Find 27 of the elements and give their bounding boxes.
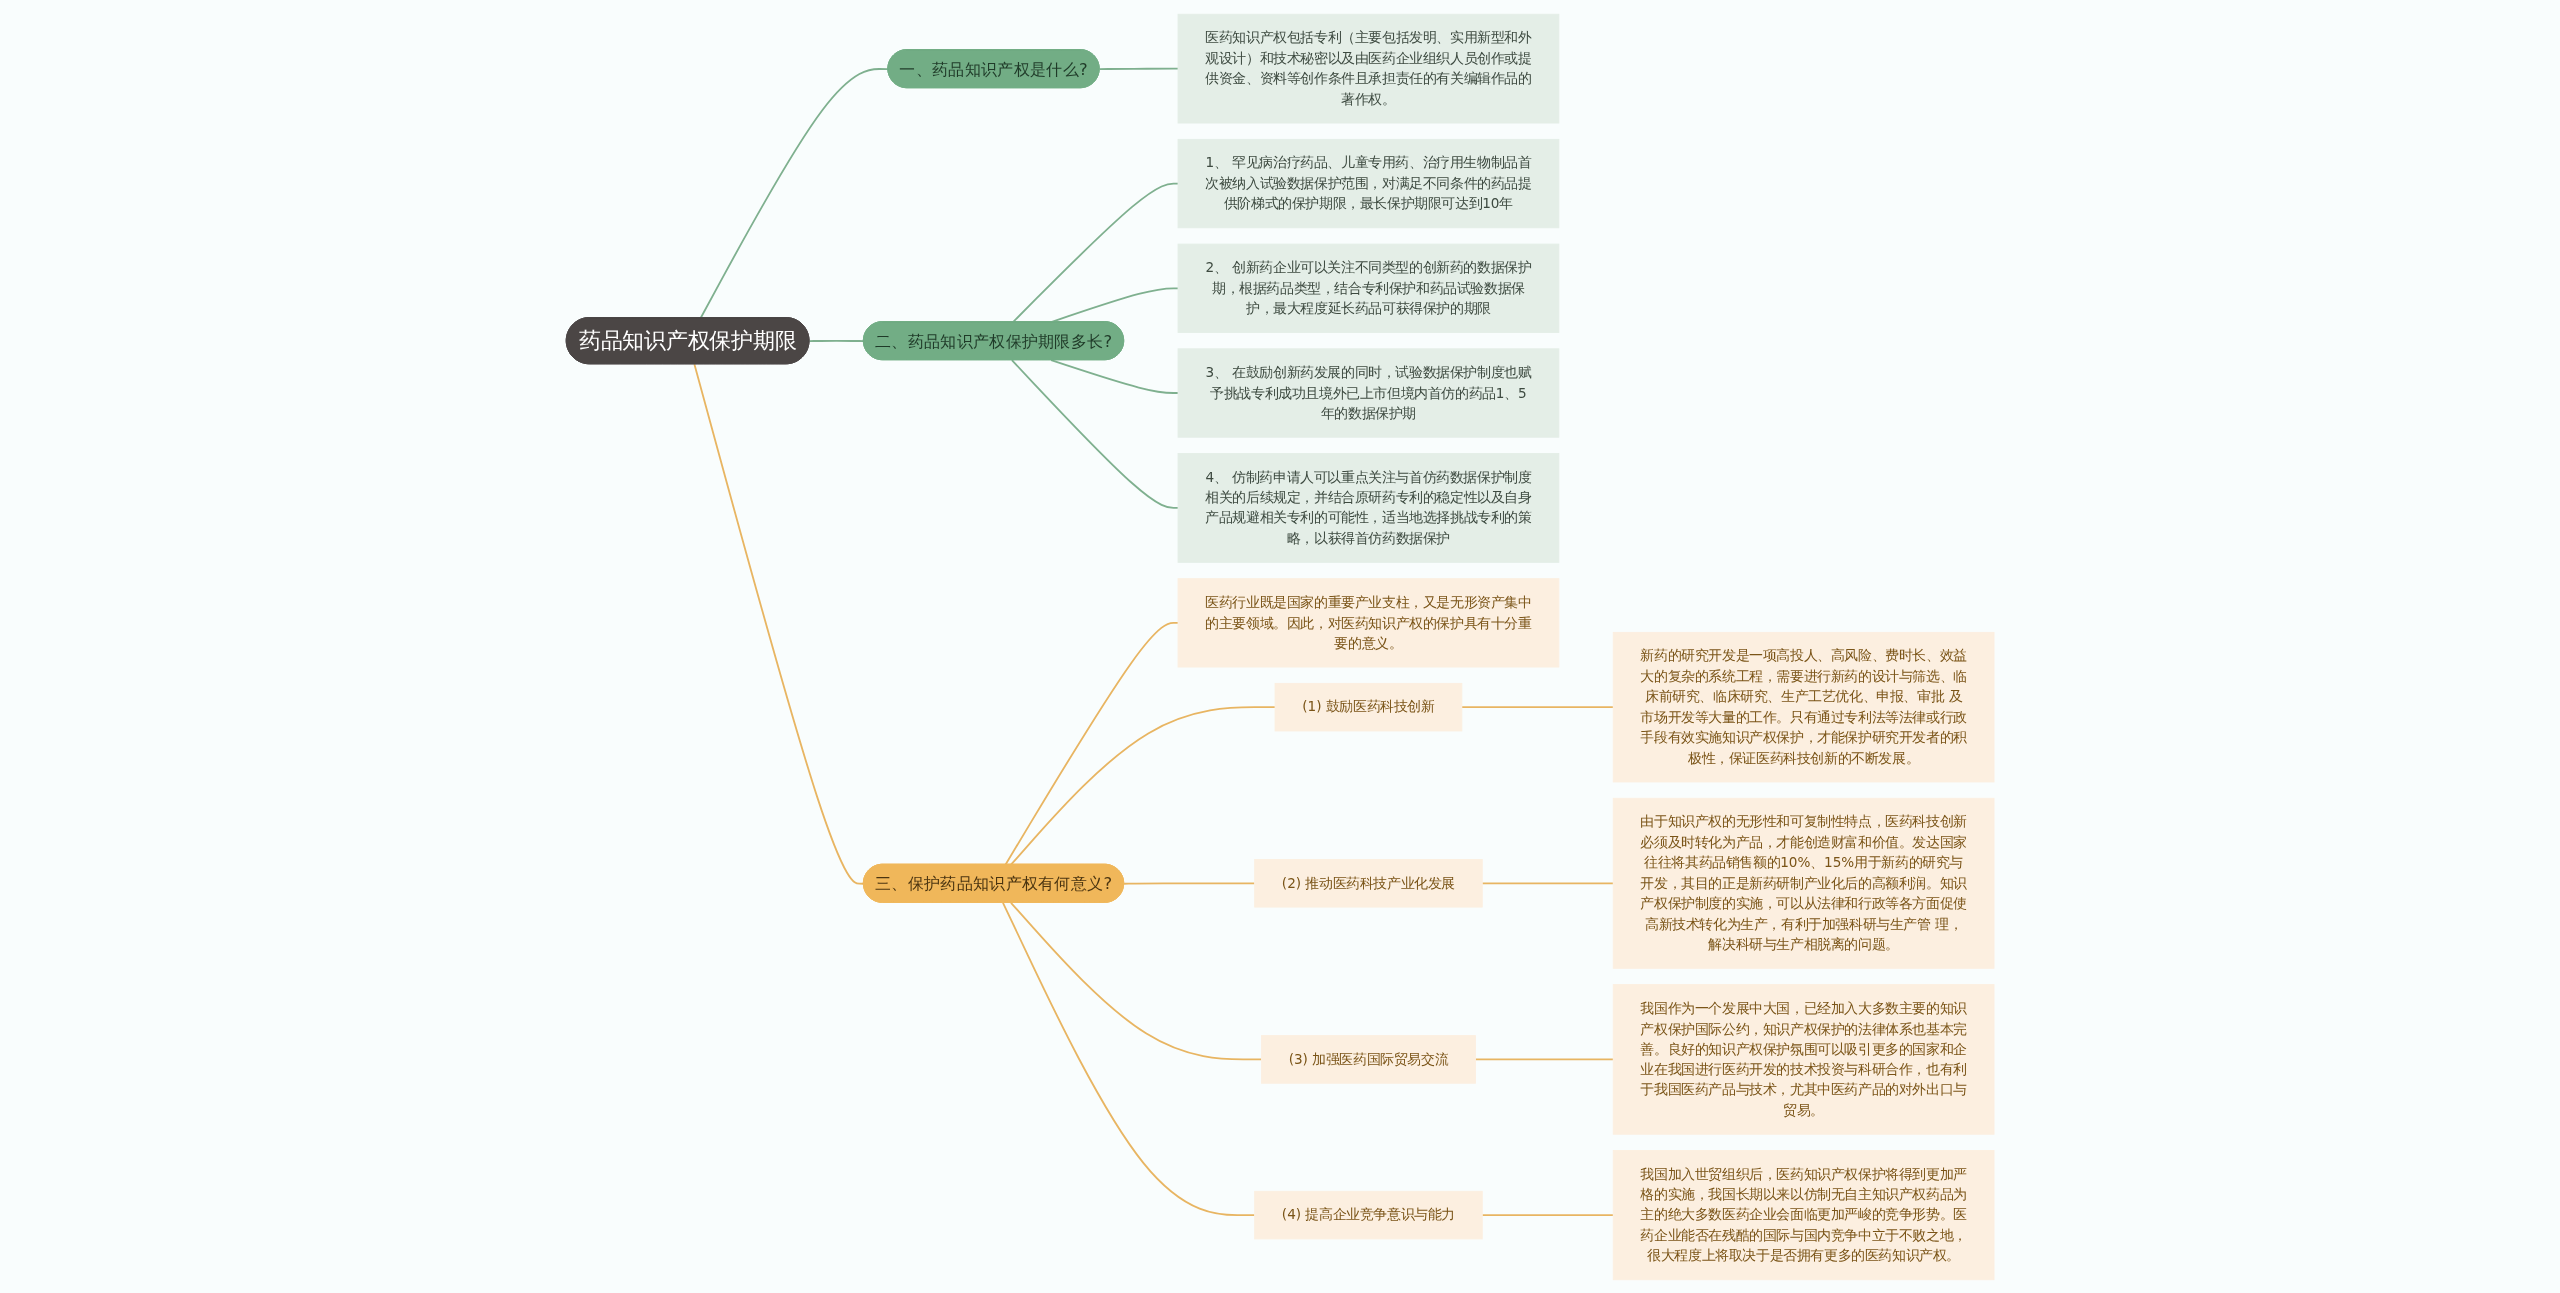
node-box: 医药知识产权包括专利（主要包括发明、实用新型和外观设计）和技术秘密以及由医药企业组织人员创作或提供资金、资料等创作条件且承担责任的有关编辑作品的著作权。 bbox=[1177, 13, 1560, 123]
connector bbox=[1011, 182, 1179, 323]
connector bbox=[1050, 358, 1179, 394]
node-box: 1、 罕见病治疗药品、儿童专用药、治疗用生物制品首次被纳入试验数据保护范围，对满足不同条件的药品提供阶梯式的保护期限，最长保护期限可达到10年 bbox=[1177, 138, 1560, 228]
node-box: (1) 鼓励医药科技创新 bbox=[1274, 682, 1463, 731]
connector bbox=[1001, 901, 1256, 1216]
connector bbox=[1098, 67, 1179, 70]
connector bbox=[808, 339, 865, 342]
node-box: (3) 加强医药国际贸易交流 bbox=[1260, 1034, 1476, 1084]
node-box: 我国作为一个发展中大国，已经加入大多数主要的知识产权保护国际公约，知识产权保护的法律体系也基本完善。良好的知识产权保护氛围可以吸引更多的国家和企业在我国进行医药开发的技术投资与科研合作，也有利于我国医药产品与技术，尤其中医药产品的对外出口与贸易。 bbox=[1612, 983, 1995, 1135]
node-box: (2) 推动医药科技产业化发展 bbox=[1254, 858, 1483, 908]
connector bbox=[693, 362, 865, 885]
connector bbox=[1123, 881, 1256, 885]
node-box: 2、 创新药企业可以关注不同类型的创新药的数据保护期，根据药品类型，结合专利保护和药品试验数据保护，最大程度延长药品可获得保护的期限 bbox=[1177, 243, 1560, 333]
node-box: 我国加入世贸组织后，医药知识产权保护将得到更加严格的实施，我国长期以来以仿制无自主知识产权药品为主的绝大多数医药企业会面临更加严峻的竞争形势。医药企业能否在残酷的国际与国内竞争中立于不败之地，很大程度上将取决于是否拥有更多的医药知识产权。 bbox=[1612, 1149, 1995, 1280]
node-box: 医药行业既是国家的重要产业支柱，又是无形资产集中的主要领域。因此，对医药知识产权的保护具有十分重要的意义。 bbox=[1177, 577, 1560, 667]
node-box: 4、 仿制药申请人可以重点关注与首仿药数据保护制度相关的后续规定，并结合原研药专利的稳定性以及自身产品规避相关专利的可能性，适当地选择挑战专利的策略，以获得首仿药数据保护 bbox=[1177, 452, 1560, 563]
connector bbox=[1481, 1213, 1614, 1216]
node-box: 由于知识产权的无形性和可复制性特点，医药科技创新必须及时转化为产品，才能创造财富和价值。发达国家往往将其药品销售额的10%、15%用于新药的研究与开发，其目的正是新药研制产业化后的高额利润。知识产权保护制度的实施，可以从法律和行政等各方面促使高新技术转化为生产，有利于加强科研与生产管 理，解决科研与生产相脱离的问题。 bbox=[1612, 797, 1995, 969]
node-box: 3、 在鼓励创新药发展的同时，试验数据保护制度也赋予挑战专利成功且境外已上市但境内首仿的药品1、5年的数据保护期 bbox=[1177, 347, 1560, 438]
node-box: 新药的研究开发是一项高投人、高风险、费时长、效益大的复杂的系统工程，需要进行新药的设计与筛选、临床前研究、临床研究、生产工艺优化、申报、审批 及市场开发等大量的工作。只有通过专利法等法律或行政手段有效实施知识产权保护，才能保护研究开发者的积极性，保证医药科技创新的不断发展。 bbox=[1612, 631, 1995, 782]
connector bbox=[1460, 705, 1614, 708]
connector bbox=[1009, 901, 1263, 1060]
node-box: (4) 提高企业竞争意识与能力 bbox=[1254, 1190, 1483, 1239]
connector bbox=[1481, 881, 1614, 884]
connector bbox=[1474, 1058, 1614, 1060]
connector bbox=[1010, 358, 1179, 509]
